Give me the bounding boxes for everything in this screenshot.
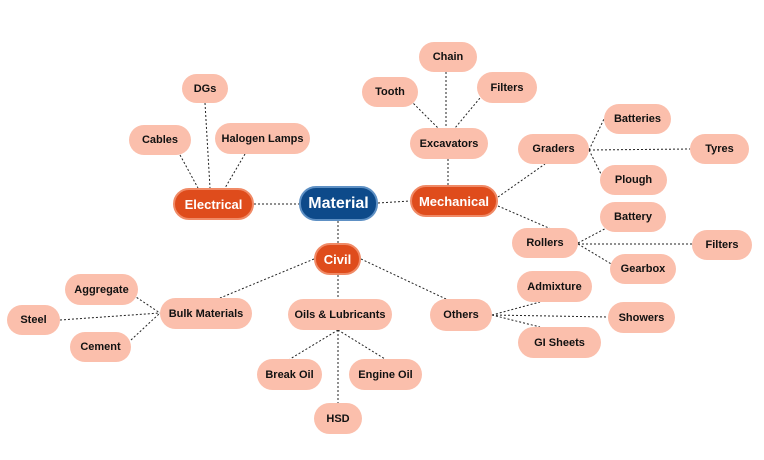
node-aggregate[interactable]: Aggregate bbox=[65, 274, 138, 305]
connector-graders-batteries bbox=[588, 118, 605, 151]
connector-civil-bulk bbox=[219, 258, 315, 299]
node-battery[interactable]: Battery bbox=[600, 202, 666, 232]
node-engine-oil[interactable]: Engine Oil bbox=[349, 359, 422, 390]
node-chain[interactable]: Chain bbox=[419, 42, 477, 72]
node-admixture[interactable]: Admixture bbox=[517, 271, 592, 302]
node-gi-sheets[interactable]: GI Sheets bbox=[518, 327, 601, 358]
connector-others-gisheets bbox=[491, 314, 541, 328]
connector-graders-plough bbox=[588, 149, 605, 181]
node-cables[interactable]: Cables bbox=[129, 125, 191, 155]
node-graders[interactable]: Graders bbox=[518, 134, 589, 164]
connector-bulk-cement bbox=[130, 312, 161, 341]
node-gearbox[interactable]: Gearbox bbox=[610, 254, 676, 284]
node-batteries[interactable]: Batteries bbox=[604, 104, 671, 134]
connector-others-admixture bbox=[491, 301, 541, 316]
node-bulk-materials[interactable]: Bulk Materials bbox=[160, 298, 252, 329]
node-mechanical[interactable]: Mechanical bbox=[410, 185, 498, 217]
node-tooth[interactable]: Tooth bbox=[362, 77, 418, 107]
connector-electrical-cables bbox=[179, 154, 199, 189]
node-electrical[interactable]: Electrical bbox=[173, 188, 254, 220]
connector-material-mechanical bbox=[377, 200, 411, 204]
node-filters-roller[interactable]: Filters bbox=[692, 230, 752, 260]
node-oils-lubricants[interactable]: Oils & Lubricants bbox=[288, 299, 392, 330]
node-dgs[interactable]: DGs bbox=[182, 74, 228, 103]
node-material[interactable]: Material bbox=[299, 186, 378, 221]
node-civil[interactable]: Civil bbox=[314, 243, 361, 275]
node-tyres[interactable]: Tyres bbox=[690, 134, 749, 164]
node-break-oil[interactable]: Break Oil bbox=[257, 359, 322, 390]
node-excavators[interactable]: Excavators bbox=[410, 128, 488, 159]
node-rollers[interactable]: Rollers bbox=[512, 228, 578, 258]
node-cement[interactable]: Cement bbox=[70, 332, 131, 362]
connector-mechanical-graders bbox=[497, 163, 546, 198]
node-halogen-lamps[interactable]: Halogen Lamps bbox=[215, 123, 310, 154]
connector-bulk-steel bbox=[59, 312, 161, 321]
connector-graders-tyres bbox=[588, 148, 691, 151]
node-filters-excavator[interactable]: Filters bbox=[477, 72, 537, 103]
connector-oils-engineoil bbox=[337, 329, 386, 360]
connector-electrical-halogen bbox=[224, 153, 246, 189]
connector-civil-others bbox=[360, 258, 447, 300]
node-showers[interactable]: Showers bbox=[608, 302, 675, 333]
connector-oils-breakoil bbox=[289, 329, 339, 360]
connector-others-showers bbox=[491, 314, 609, 318]
node-others[interactable]: Others bbox=[430, 299, 492, 331]
node-hsd[interactable]: HSD bbox=[314, 403, 362, 434]
connector-electrical-dgs bbox=[204, 102, 211, 189]
node-steel[interactable]: Steel bbox=[7, 305, 60, 335]
connector-mechanical-rollers bbox=[497, 205, 559, 233]
node-plough[interactable]: Plough bbox=[600, 165, 667, 195]
